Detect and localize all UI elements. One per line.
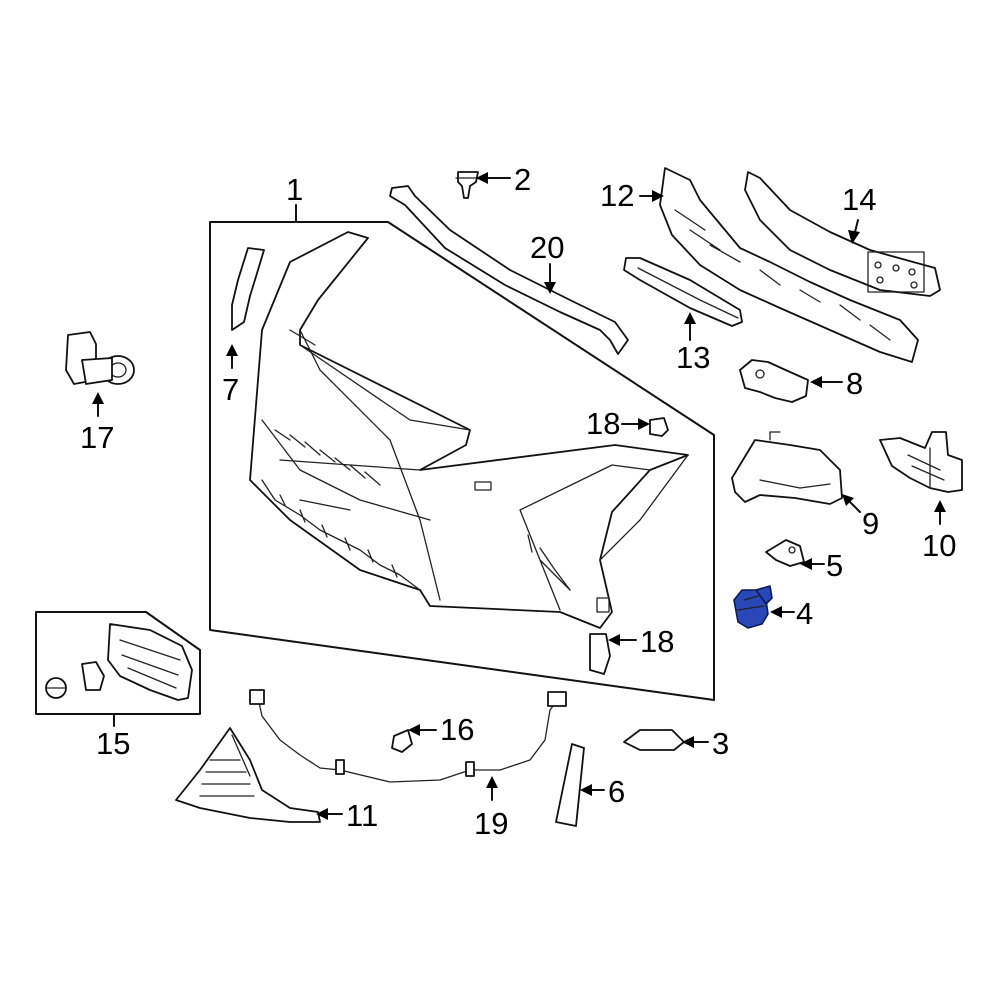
molding-strip[interactable] bbox=[555, 743, 585, 827]
right-fascia bbox=[519, 454, 689, 611]
callout-11: 11 bbox=[346, 798, 378, 833]
side-mount[interactable] bbox=[879, 431, 963, 493]
callout-18-upper: 18 bbox=[586, 406, 620, 441]
callout-18-lower: 18 bbox=[640, 624, 674, 659]
fog-opening bbox=[527, 534, 571, 591]
callout-6: 6 bbox=[608, 774, 625, 809]
clip-part-lower[interactable] bbox=[589, 633, 611, 675]
callout-7: 7 bbox=[222, 372, 239, 407]
lower-absorber[interactable] bbox=[623, 257, 743, 327]
connector-part[interactable] bbox=[391, 729, 413, 753]
upper-bracket[interactable] bbox=[739, 359, 809, 403]
callout-2: 2 bbox=[514, 162, 531, 197]
harness-end-left bbox=[249, 689, 265, 705]
small-bracket[interactable] bbox=[765, 539, 805, 567]
parking-sensor[interactable] bbox=[65, 331, 135, 385]
callout-labels: 1 2 3 4 5 6 7 8 9 10 11 12 13 14 15 16 1… bbox=[80, 162, 956, 841]
bar-mount-plate bbox=[867, 251, 925, 293]
leader-lines bbox=[92, 172, 946, 820]
wiring-harness[interactable] bbox=[257, 697, 557, 783]
license-bracket-group[interactable] bbox=[35, 611, 201, 715]
callout-19: 19 bbox=[474, 806, 508, 841]
side-strip-part[interactable] bbox=[231, 247, 265, 331]
energy-absorber[interactable] bbox=[659, 167, 919, 363]
highlighted-fastener[interactable] bbox=[733, 585, 773, 629]
callout-17: 17 bbox=[80, 420, 114, 455]
bumper-cover-frame bbox=[209, 221, 715, 701]
callout-12: 12 bbox=[600, 178, 634, 213]
absorber-ribs bbox=[674, 209, 891, 341]
harness-end-right bbox=[547, 691, 567, 707]
push-clip-part[interactable] bbox=[455, 171, 481, 199]
license-frame bbox=[35, 611, 201, 715]
upper-seal-strip[interactable] bbox=[389, 185, 629, 355]
callout-15: 15 bbox=[96, 726, 130, 761]
callout-4: 4 bbox=[796, 596, 813, 631]
callout-3: 3 bbox=[712, 726, 729, 761]
grille-insert[interactable] bbox=[175, 727, 321, 823]
callout-8: 8 bbox=[846, 366, 863, 401]
callout-1: 1 bbox=[286, 172, 303, 207]
grille-opening bbox=[261, 329, 471, 601]
callout-16: 16 bbox=[440, 712, 474, 747]
bumper-corner-slot bbox=[596, 597, 610, 613]
side-support[interactable] bbox=[731, 439, 843, 505]
reinforcement-bar[interactable] bbox=[744, 171, 941, 297]
callout-14: 14 bbox=[842, 182, 876, 217]
grille-mesh bbox=[274, 329, 421, 511]
callout-10: 10 bbox=[922, 528, 956, 563]
callout-20: 20 bbox=[530, 230, 564, 265]
callout-13: 13 bbox=[676, 340, 710, 375]
bumper-cover-group[interactable] bbox=[209, 221, 715, 701]
clip-part-upper[interactable] bbox=[649, 417, 669, 437]
callout-9: 9 bbox=[862, 506, 879, 541]
bumper-badge-slot bbox=[474, 481, 492, 491]
callout-5: 5 bbox=[826, 548, 843, 583]
bottom-ribs bbox=[261, 479, 421, 591]
small-clip[interactable] bbox=[623, 729, 685, 751]
